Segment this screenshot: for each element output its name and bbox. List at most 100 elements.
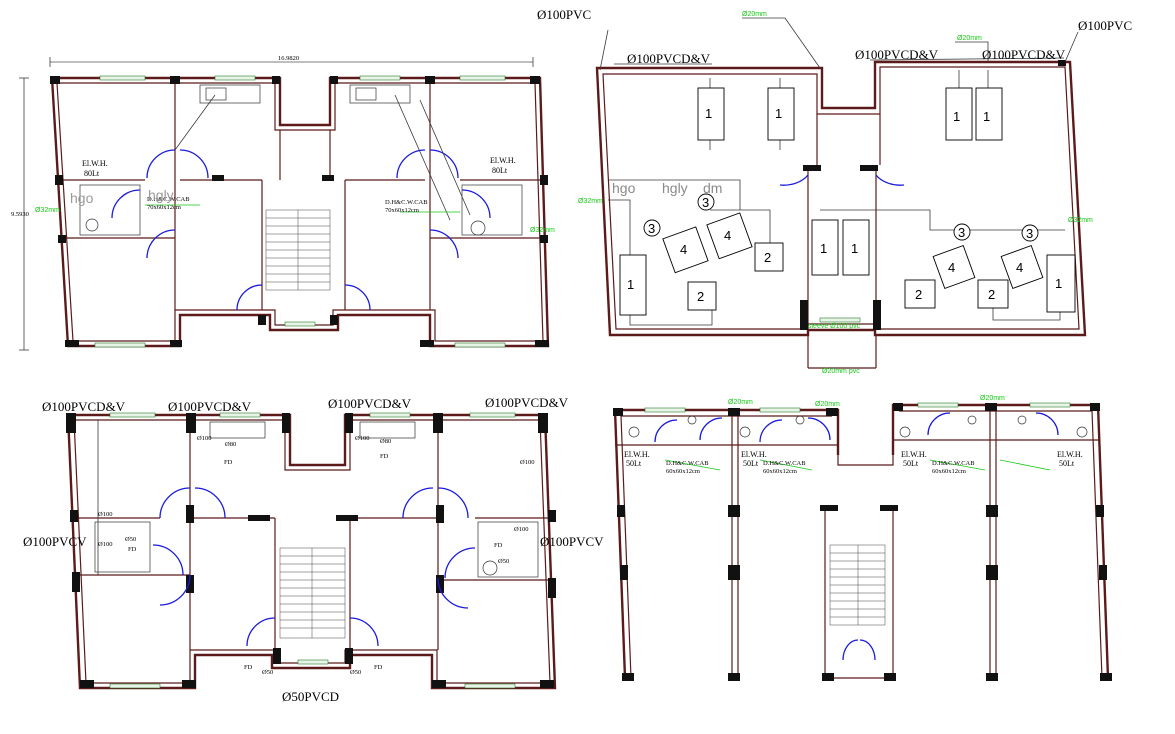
plan-3-fd-b: FD xyxy=(380,453,389,460)
plan-4-cab-2-size: 60x60x12cm xyxy=(763,468,797,475)
plan-3-pipe-50-e: Ø50 xyxy=(498,558,509,565)
plan-1-floor-layout: 16.9820 9.5930 xyxy=(11,55,555,351)
plan-2-sleeve-label: sleeve Ø100 pvc xyxy=(808,323,861,330)
plan-4-pipe-c: Ø20mm xyxy=(980,395,1005,402)
plan-3-pipe-100-c: Ø100 xyxy=(520,459,534,466)
plan-3-pipe-50-d: Ø50 xyxy=(125,536,136,543)
plan-2-pvcd-left-label: Ø100PVCD&V xyxy=(627,51,711,66)
plan-4-columns xyxy=(613,403,1112,681)
plan-3-fd-d: FD xyxy=(128,546,137,553)
plan-2-ghost-text-2: hgly xyxy=(662,180,688,196)
plan-4-ewh-1-cap: 50Lt xyxy=(626,459,642,468)
plan-2-pvcd-mid-label: Ø100PVCD&V xyxy=(855,47,939,62)
plan-4-cab-3: D.H&C.W.CAB xyxy=(932,460,975,467)
fixture-number: 1 xyxy=(851,241,858,256)
plan-4-ewh-1: El.W.H. xyxy=(624,450,650,459)
plan-3-bottom-label: Ø50PVCD xyxy=(282,689,339,704)
plan-3-pipe-50-bottom-right: Ø50 xyxy=(350,669,361,676)
plan-1-columns xyxy=(50,76,549,347)
plan-3-columns xyxy=(66,413,556,688)
fixture-number: 4 xyxy=(724,228,731,243)
fixture-number: 3 xyxy=(958,225,965,240)
plan-3-pvcd-1: Ø100PVCD&V xyxy=(42,399,126,414)
plan-3-pvcv-right: Ø100PVCV xyxy=(540,534,604,549)
plan-1-ghost-text-2: hgly xyxy=(148,187,174,203)
fixture-number: 1 xyxy=(705,106,712,121)
fixture-number: 2 xyxy=(764,250,771,265)
plan-3-pipe-100-f: Ø100 xyxy=(98,541,112,548)
fixture-number: 1 xyxy=(983,109,990,124)
plan-3-fd: FD xyxy=(224,459,233,466)
fixture-number: 1 xyxy=(627,277,634,292)
plan-1-stair-treads xyxy=(266,217,330,283)
fixture-number: 1 xyxy=(775,106,782,121)
plan-1-ewh-left-label: El.W.H. xyxy=(82,159,108,168)
plan-2-pipe-runs xyxy=(599,17,1079,326)
plan-1-pipe-left-label: Ø32mm xyxy=(35,207,60,214)
plan-3-fd-bottom-left: FD xyxy=(244,664,253,671)
plan-4-stair-treads xyxy=(830,552,885,618)
fixture-number: 2 xyxy=(915,287,922,302)
plan-2-pipe-32-left: Ø32mm xyxy=(578,198,603,205)
plan-2-fixture-layout: 1 1 1 1 1 1 1 1 2 2 2 2 3 3 3 3 4 4 4 4 … xyxy=(537,7,1132,375)
plan-1-cab-left-size: 70x60x12cm xyxy=(147,204,181,211)
plan-2-pvcd-right-label: Ø100PVCD&V xyxy=(982,47,1066,62)
fixture-number: 4 xyxy=(948,260,955,275)
plan-3-pipe-80: Ø80 xyxy=(225,441,236,448)
plan-4-ewh-4-cap: 50Lt xyxy=(1059,459,1075,468)
plan-3-pvcd-2: Ø100PVCD&V xyxy=(168,399,252,414)
fixture-number: 1 xyxy=(820,241,827,256)
plan-4-cab-2: D.H&C.W.CAB xyxy=(763,460,806,467)
plan-3-pvcv-left: Ø100PVCV xyxy=(23,534,87,549)
plan-4-ewh-4: El.W.H. xyxy=(1057,450,1083,459)
plan-4-ewh-3-cap: 50Lt xyxy=(903,459,919,468)
plan-1-cab-right-label: D.H&C.W.CAB xyxy=(385,199,428,206)
plan-4-cab-1-size: 60x60x12cm xyxy=(666,468,700,475)
plan-2-pipe-20-left: Ø20mm xyxy=(742,11,767,18)
fixture-number: 4 xyxy=(1016,260,1023,275)
plan-1-ewh-left-capacity: 80Lt xyxy=(84,169,100,178)
plan-3-pipe-100: Ø100 xyxy=(197,435,211,442)
plan-3-doors xyxy=(152,487,476,647)
plan-2-ghost-text-1: hgo xyxy=(612,180,636,196)
plan-2-pvc-right-label: Ø100PVC xyxy=(1078,18,1132,33)
plan-1-width-dimension: 16.9820 xyxy=(278,55,299,62)
plan-3-stair-treads xyxy=(280,555,345,629)
plan-4-pipe-b: Ø20mm xyxy=(815,401,840,408)
plan-3-fd-bottom-right: FD xyxy=(374,664,383,671)
plan-1-ewh-right-label: El.W.H. xyxy=(490,156,516,165)
fixture-number: 2 xyxy=(697,289,704,304)
plan-3-fd-e: FD xyxy=(494,542,503,549)
fixture-number: 3 xyxy=(1026,226,1033,241)
fixture-number: 2 xyxy=(988,287,995,302)
plan-4-ewh-2-cap: 50Lt xyxy=(743,459,759,468)
plan-2-pipe-20-right: Ø20mm xyxy=(957,35,982,42)
plan-1-cab-left-label: D.H&C.W.CAB xyxy=(147,196,190,203)
plan-2-fixture-numbers: 1 1 1 1 1 1 1 1 2 2 2 2 3 3 3 3 4 4 4 4 xyxy=(627,106,1062,304)
fixture-number: 1 xyxy=(1055,276,1062,291)
plan-2-pipe-20-pvc: Ø20mm pvc xyxy=(822,368,860,375)
plan-1-ghost-text-1: hgo xyxy=(70,190,94,206)
plan-2-fixture-boxes xyxy=(619,87,1076,316)
plan-3-pipe-100-e: Ø100 xyxy=(514,526,528,533)
plan-4-pipe-a: Ø20mm xyxy=(728,399,753,406)
plan-2-pipe-32-right: Ø32mm xyxy=(1068,217,1093,224)
fixture-number: 1 xyxy=(953,109,960,124)
plan-1-pipe-right-label: Ø32mm xyxy=(530,227,555,234)
fixture-number: 4 xyxy=(680,242,687,257)
plan-4-cab-1: D.H&C.W.CAB xyxy=(666,460,709,467)
plan-1-doors xyxy=(111,149,491,311)
plan-1-ewh-right-capacity: 80Lt xyxy=(492,166,508,175)
plan-3-pipe-80-b: Ø80 xyxy=(380,438,391,445)
plan-3-drainage-layout: Ø100PVCD&V Ø100PVCD&V Ø100PVCD&V Ø100PVC… xyxy=(23,395,604,704)
plan-3-pipe-50-bottom-left: Ø50 xyxy=(262,669,273,676)
plan-2-pvc-left-label: Ø100PVC xyxy=(537,7,591,22)
plan-4-cab-3-size: 60x60x12cm xyxy=(932,468,966,475)
plan-2-ghost-text-3: dm xyxy=(703,180,722,196)
plan-3-pipe-100-d: Ø100 xyxy=(98,511,112,518)
plan-3-pvcd-4: Ø100PVCD&V xyxy=(485,395,569,410)
plan-1-height-dimension: 9.5930 xyxy=(11,211,29,218)
plan-4-ewh-3: El.W.H. xyxy=(901,450,927,459)
plan-1-cab-right-size: 70x60x12cm xyxy=(385,207,419,214)
